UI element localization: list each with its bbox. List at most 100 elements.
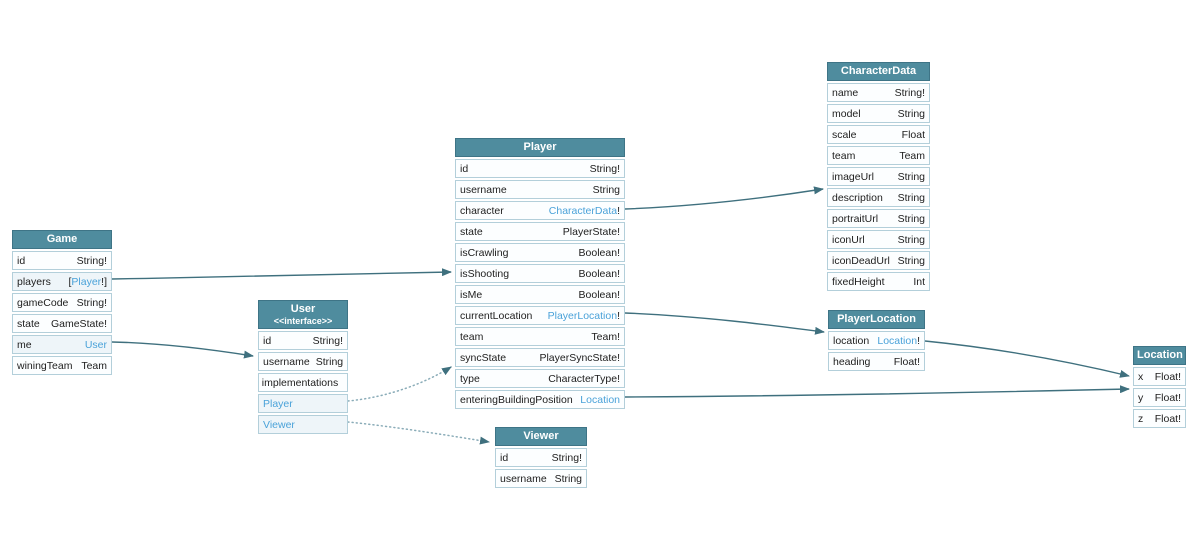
node-header-characterdata[interactable]: CharacterData bbox=[827, 62, 930, 81]
field-name: currentLocation bbox=[460, 309, 533, 322]
field-type: Float bbox=[901, 128, 925, 141]
field-type: [Player!] bbox=[68, 276, 107, 288]
field-row-player-currentLocation[interactable]: currentLocation PlayerLocation! bbox=[455, 306, 625, 325]
field-name: heading bbox=[833, 355, 871, 368]
node-header-game[interactable]: Game bbox=[12, 230, 112, 249]
field-name: fixedHeight bbox=[832, 275, 885, 288]
field-name: portraitUrl bbox=[832, 212, 879, 225]
edge-user-player-implementation bbox=[347, 366, 452, 402]
field-row-game-players[interactable]: players [Player!] bbox=[12, 272, 112, 291]
type-link-User[interactable]: User bbox=[84, 338, 107, 351]
node-header-user[interactable]: User<<interface>> bbox=[258, 300, 348, 329]
field-name: state bbox=[460, 225, 483, 238]
field-name: players bbox=[17, 275, 51, 288]
field-name: implementations bbox=[261, 376, 339, 389]
field-type: Location bbox=[580, 394, 620, 406]
node-header-viewer[interactable]: Viewer bbox=[495, 427, 587, 446]
type-link-Location[interactable]: Location bbox=[580, 393, 620, 406]
field-name: name bbox=[832, 86, 859, 99]
field-name: type bbox=[460, 372, 480, 385]
field-type: String bbox=[897, 191, 925, 204]
field-name: location bbox=[833, 334, 870, 347]
implementation-link-Viewer[interactable]: Viewer bbox=[258, 415, 348, 434]
field-type: Float! bbox=[1154, 370, 1181, 383]
field-row-game-me[interactable]: me User bbox=[12, 335, 112, 354]
field-type: String bbox=[315, 355, 344, 368]
node-title: Player bbox=[523, 141, 557, 153]
implementation-link-Player[interactable]: Player bbox=[258, 394, 348, 413]
field-type: Float! bbox=[1154, 412, 1181, 425]
field-type: Team! bbox=[591, 330, 620, 343]
field-type: String bbox=[897, 254, 925, 267]
node-header-player[interactable]: Player bbox=[455, 138, 625, 157]
field-name: me bbox=[17, 338, 32, 351]
field-type: String! bbox=[894, 86, 925, 99]
field-type: String bbox=[897, 107, 925, 120]
type-link-CharacterData[interactable]: CharacterData bbox=[548, 204, 618, 217]
field-type: Int bbox=[913, 275, 925, 288]
field-name: team bbox=[832, 149, 856, 162]
type-link-Player[interactable]: Player bbox=[71, 275, 102, 288]
field-name: id bbox=[263, 334, 272, 347]
type-link-PlayerLocation[interactable]: PlayerLocation bbox=[547, 309, 618, 322]
field-type: Float! bbox=[1154, 391, 1181, 404]
type-prefix: [ bbox=[68, 275, 72, 288]
field-type: Boolean! bbox=[578, 267, 620, 280]
node-header-playerlocation[interactable]: PlayerLocation bbox=[828, 310, 925, 329]
node-title: Location bbox=[1137, 349, 1183, 361]
type-link-Location[interactable]: Location bbox=[877, 334, 918, 347]
field-row-characterdata-fixedHeight[interactable]: fixedHeight Int bbox=[827, 272, 930, 291]
edge-game-players-to-player bbox=[111, 268, 452, 280]
field-name: iconUrl bbox=[832, 233, 865, 246]
type-link-label: Player bbox=[263, 397, 293, 410]
field-name: syncState bbox=[460, 351, 507, 364]
node-header-location[interactable]: Location bbox=[1133, 346, 1186, 365]
field-name: winingTeam bbox=[17, 359, 73, 372]
field-row-characterdata-name[interactable]: name String! bbox=[827, 83, 930, 102]
node-title: CharacterData bbox=[840, 65, 917, 77]
field-type: String! bbox=[551, 451, 582, 464]
field-type: PlayerLocation! bbox=[548, 310, 620, 322]
field-type: String bbox=[554, 472, 582, 485]
field-name: username bbox=[460, 183, 507, 196]
edge-playerlocation-location-to-location bbox=[924, 340, 1130, 378]
